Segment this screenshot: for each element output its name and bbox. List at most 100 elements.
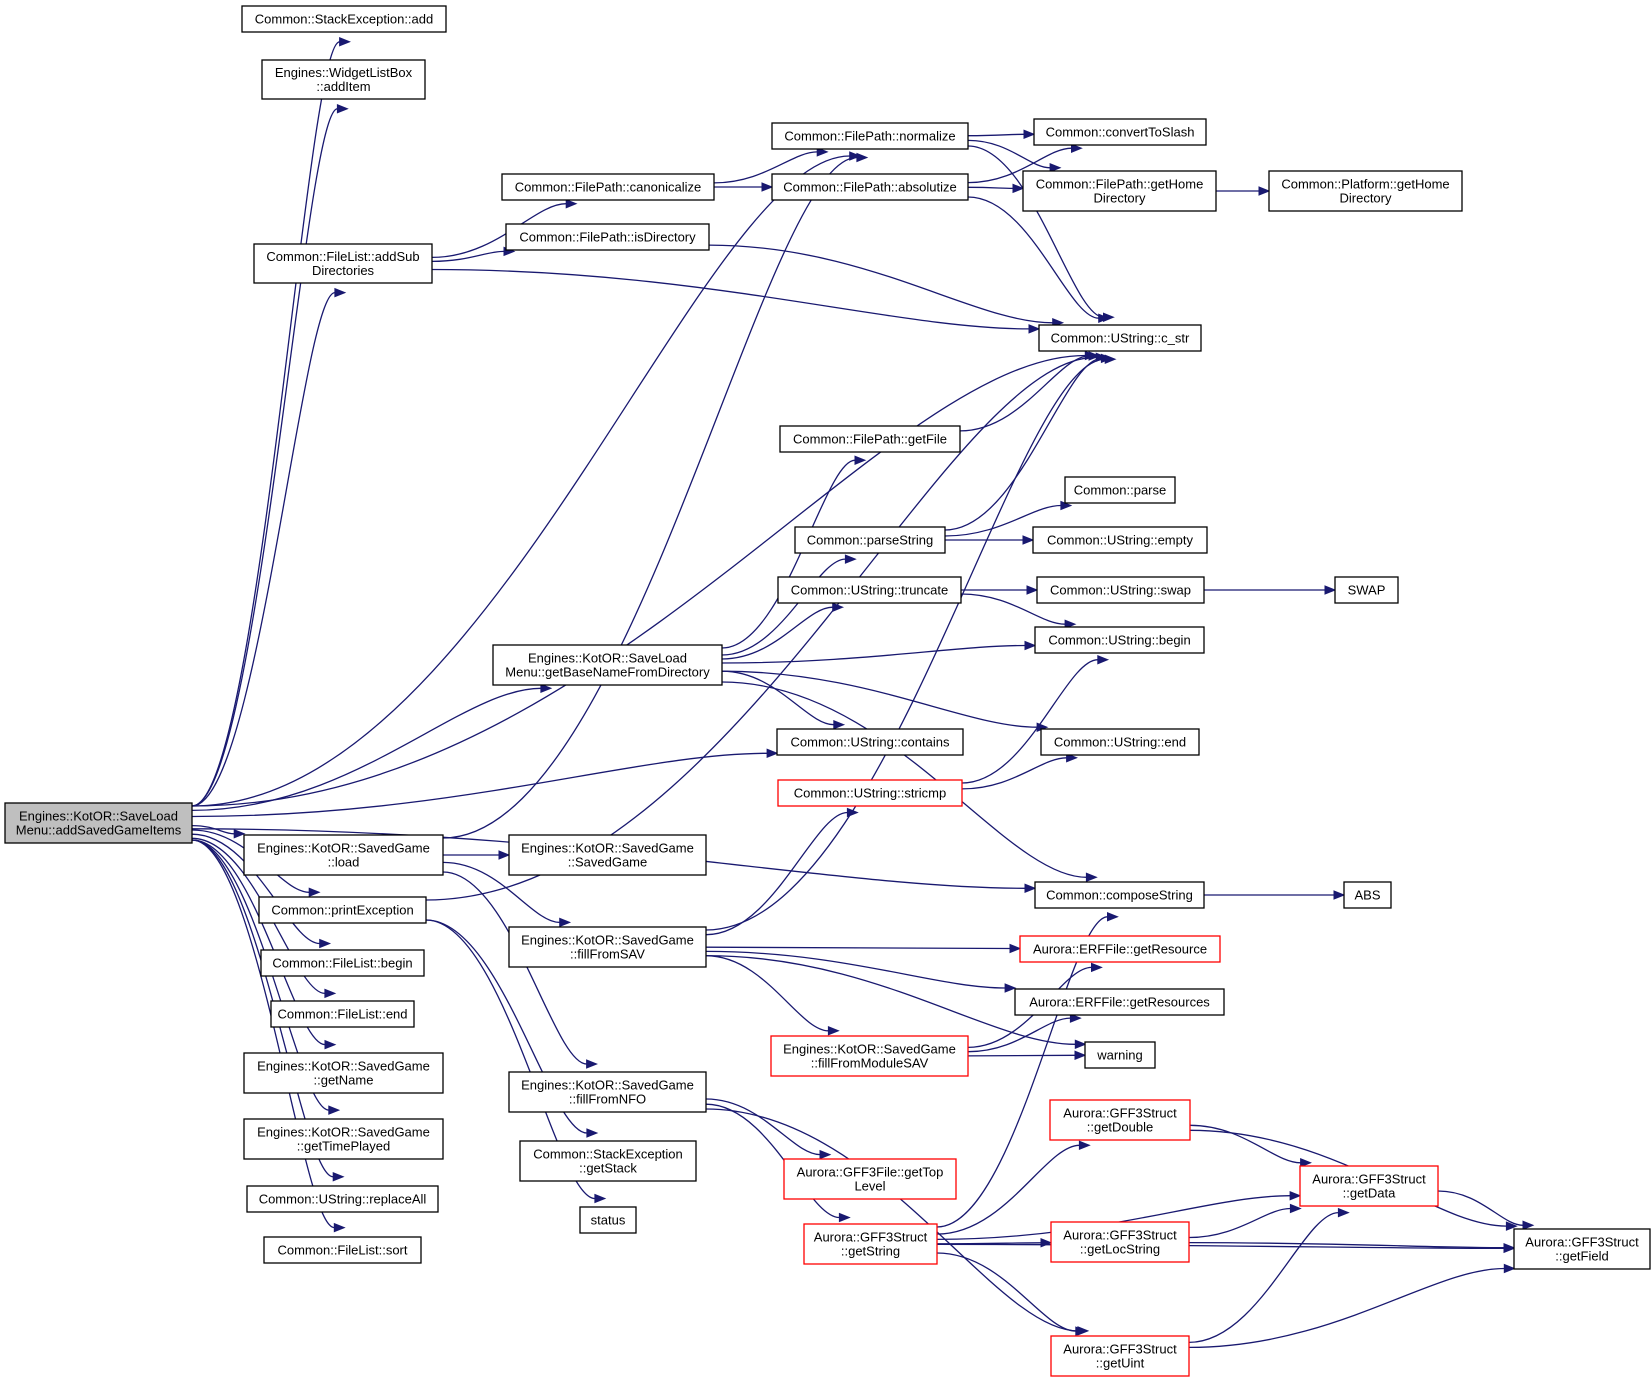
node-label: Aurora::GFF3Struct [814, 1230, 928, 1245]
node-label: ::getDouble [1087, 1120, 1154, 1135]
node-us-swap[interactable]: Common::UString::swap [1036, 576, 1205, 604]
edge-line [967, 1054, 1076, 1057]
edge-line [936, 1243, 1505, 1250]
node-parsestring[interactable]: Common::parseString [794, 526, 946, 554]
arrowhead-icon [1024, 883, 1037, 894]
edge-line [425, 919, 587, 1134]
node-label: ::getField [1555, 1249, 1608, 1264]
arrowhead-icon [1026, 585, 1039, 595]
node-label: ::SavedGame [568, 855, 648, 870]
edge-line [967, 196, 1099, 319]
call-edge [191, 104, 349, 807]
node-label: Common::FilePath::normalize [784, 129, 955, 144]
call-edge [967, 196, 1111, 323]
node-box [508, 926, 707, 968]
arrowhead-icon [1289, 1203, 1302, 1214]
node-box [501, 173, 715, 201]
node-gff-getlocstring[interactable]: Aurora::GFF3Struct::getLocString [1050, 1221, 1190, 1263]
node-us-empty[interactable]: Common::UString::empty [1032, 526, 1208, 554]
node-composestring[interactable]: Common::composeString [1034, 881, 1205, 909]
node-fp-isdir[interactable]: Common::FilePath::isDirectory [505, 223, 710, 251]
node-us-end[interactable]: Common::UString::end [1040, 728, 1200, 756]
arrowhead-icon [332, 1172, 345, 1182]
node-abs[interactable]: ABS [1343, 881, 1392, 909]
edge-line [1188, 1207, 1291, 1239]
node-fp-getfile[interactable]: Common::FilePath::getFile [779, 425, 961, 453]
node-us-contains[interactable]: Common::UString::contains [776, 728, 964, 756]
node-label: Common::Platform::getHome [1281, 177, 1449, 192]
arrowhead-icon [559, 917, 572, 928]
node-stackexc-add[interactable]: Common::StackException::add [241, 5, 447, 33]
node-gff-getdata[interactable]: Aurora::GFF3Struct::getData [1299, 1165, 1439, 1207]
edge-line [967, 139, 1051, 169]
node-fl-end[interactable]: Common::FileList::end [270, 1000, 415, 1028]
node-box [258, 896, 427, 924]
node-label: Aurora::GFF3Struct [1063, 1342, 1177, 1357]
node-gff-getstring[interactable]: Aurora::GFF3Struct::getString [803, 1223, 938, 1265]
node-fl-begin[interactable]: Common::FileList::begin [260, 949, 425, 977]
arrowhead-icon [1289, 1190, 1302, 1201]
node-swap[interactable]: SWAP [1334, 576, 1399, 604]
node-label: Menu::getBaseNameFromDirectory [505, 665, 710, 680]
arrowhead-icon [1300, 1158, 1312, 1168]
node-fl-sort[interactable]: Common::FileList::sort [263, 1236, 422, 1264]
node-stackexc-getstack[interactable]: Common::StackException::getStack [519, 1140, 697, 1182]
edge-line [967, 145, 1104, 318]
node-sg-getname[interactable]: Engines::KotOR::SavedGame::getName [243, 1052, 444, 1094]
node-warning[interactable]: warning [1084, 1041, 1156, 1069]
node-sg-ctor[interactable]: Engines::KotOR::SavedGame::SavedGame [508, 834, 707, 876]
node-convslash[interactable]: Common::convertToSlash [1033, 118, 1207, 146]
call-edge [705, 943, 1022, 954]
node-sg-fillsav[interactable]: Engines::KotOR::SavedGame::fillFromSAV [508, 926, 707, 968]
node-sg-fillmod[interactable]: Engines::KotOR::SavedGame::fillFromModul… [770, 1035, 969, 1077]
node-us-begin[interactable]: Common::UString::begin [1034, 626, 1205, 654]
node-us-truncate[interactable]: Common::UString::truncate [777, 576, 962, 604]
node-fp-canon[interactable]: Common::FilePath::canonicalize [501, 173, 715, 201]
node-parse[interactable]: Common::parse [1064, 476, 1176, 504]
node-gff-getfield[interactable]: Aurora::GFF3Struct::getField [1513, 1228, 1651, 1270]
node-box [1064, 476, 1176, 504]
arrowhead-icon [1049, 163, 1062, 173]
node-label: Engines::KotOR::SavedGame [783, 1042, 956, 1057]
edge-line [1189, 1124, 1301, 1164]
arrowhead-icon [816, 147, 829, 157]
edge-line [967, 133, 1025, 137]
node-fp-absolutize[interactable]: Common::FilePath::absolutize [771, 173, 969, 201]
node-label: Common::UString::begin [1048, 633, 1190, 648]
node-sg-gettime[interactable]: Engines::KotOR::SavedGame::getTimePlayed [243, 1118, 444, 1160]
node-us-replaceall[interactable]: Common::UString::replaceAll [246, 1185, 439, 1213]
node-wlb-additem[interactable]: Engines::WidgetListBox::addItem [261, 59, 426, 100]
node-status[interactable]: status [579, 1206, 637, 1234]
node-printexc[interactable]: Common::printException [258, 896, 427, 924]
edge-line [936, 1252, 1076, 1332]
edge-line [191, 291, 336, 807]
edge-line [425, 356, 1097, 901]
edge-line [425, 919, 595, 1200]
node-root[interactable]: Engines::KotOR::SaveLoadMenu::addSavedGa… [4, 802, 193, 844]
node-erf-getress[interactable]: Aurora::ERFFile::getResources [1014, 988, 1225, 1016]
arrowhead-icon [498, 850, 511, 860]
edge-line [191, 354, 1086, 807]
node-us-stricmp[interactable]: Common::UString::stricmp [777, 779, 963, 807]
node-sg-load[interactable]: Engines::KotOR::SavedGame::load [243, 834, 444, 876]
node-label: status [591, 1213, 626, 1228]
node-fp-normalize[interactable]: Common::FilePath::normalize [771, 122, 969, 150]
node-getbasename[interactable]: Engines::KotOR::SaveLoadMenu::getBaseNam… [492, 644, 723, 686]
node-box [794, 526, 946, 554]
node-label: Common::FilePath::absolutize [783, 180, 956, 195]
node-sg-fillnfo[interactable]: Engines::KotOR::SavedGame::fillFromNFO [508, 1071, 707, 1113]
node-gff-getuint[interactable]: Aurora::GFF3Struct::getUint [1050, 1335, 1190, 1377]
node-erf-getres[interactable]: Aurora::ERFFile::getResource [1019, 935, 1221, 963]
edge-line [713, 151, 818, 184]
node-gff-getdouble[interactable]: Aurora::GFF3Struct::getDouble [1049, 1099, 1191, 1141]
node-cstr[interactable]: Common::UString::c_str [1038, 324, 1202, 352]
edge-line [442, 861, 560, 924]
node-label: ::fillFromSAV [570, 947, 645, 962]
arrowhead-icon [1075, 1326, 1088, 1336]
node-box [803, 1223, 938, 1265]
arrowhead-icon [1522, 1220, 1535, 1231]
